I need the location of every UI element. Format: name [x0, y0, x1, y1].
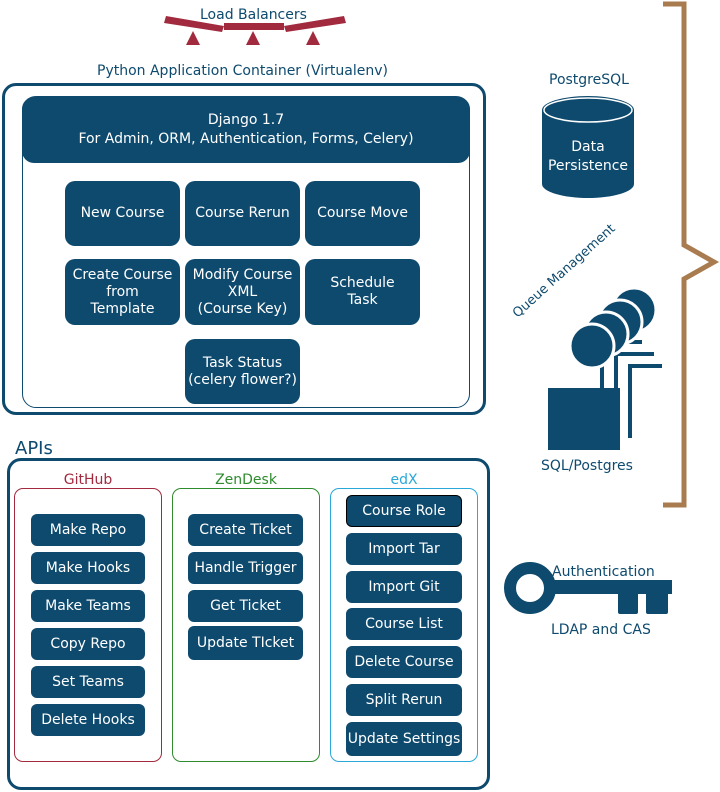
postgres-line2: Persistence	[547, 158, 629, 174]
load-balancers-label: Load Balancers	[200, 7, 307, 23]
edx-import-tar-button[interactable]: Import Tar	[346, 533, 462, 565]
zendesk-update-ticket-button[interactable]: Update TIcket	[188, 626, 303, 660]
task-new-course[interactable]: New Course	[65, 181, 180, 246]
github-set-teams-button[interactable]: Set Teams	[31, 666, 145, 698]
apis-container	[7, 458, 490, 790]
queue-caption: SQL/Postgres	[541, 458, 633, 474]
github-title: GitHub	[63, 472, 113, 488]
zendesk-group	[172, 488, 320, 762]
django-header: Django 1.7 For Admin, ORM, Authenticatio…	[22, 97, 470, 163]
task-course-move[interactable]: Course Move	[305, 181, 420, 246]
task-status[interactable]: Task Status (celery flower?)	[185, 339, 300, 404]
zendesk-create-ticket-button[interactable]: Create Ticket	[188, 514, 303, 546]
key-icon	[504, 562, 672, 614]
django-version: Django 1.7	[207, 112, 285, 128]
github-make-teams-button[interactable]: Make Teams	[31, 590, 145, 622]
edx-group	[330, 488, 478, 762]
edx-import-git-button[interactable]: Import Git	[346, 571, 462, 603]
github-make-hooks-button[interactable]: Make Hooks	[31, 552, 145, 584]
auth-caption: LDAP and CAS	[551, 622, 651, 638]
queue-stack-icon	[548, 286, 662, 450]
postgres-caption: Data Persistence	[540, 138, 636, 176]
apis-title: APIs	[15, 438, 53, 459]
auth-title: Authentication	[552, 564, 655, 580]
edx-course-role-button[interactable]: Course Role	[346, 495, 462, 527]
postgres-title: PostgreSQL	[549, 72, 629, 88]
task-modify-course-xml[interactable]: Modify Course XML (Course Key)	[185, 259, 300, 325]
edx-update-settings-button[interactable]: Update Settings	[346, 722, 462, 756]
edx-delete-course-button[interactable]: Delete Course	[346, 646, 462, 678]
django-inner-frame	[22, 96, 470, 408]
brace-icon	[663, 1, 720, 508]
edx-course-list-button[interactable]: Course List	[346, 608, 462, 640]
database-icon	[542, 96, 634, 198]
zendesk-get-ticket-button[interactable]: Get Ticket	[188, 590, 303, 622]
github-make-repo-button[interactable]: Make Repo	[31, 514, 145, 546]
edx-split-rerun-button[interactable]: Split Rerun	[346, 684, 462, 716]
task-create-course-from-template[interactable]: Create Course from Template	[65, 259, 180, 325]
zendesk-handle-trigger-button[interactable]: Handle Trigger	[188, 552, 303, 584]
load-balancer-icon	[164, 16, 346, 45]
github-copy-repo-button[interactable]: Copy Repo	[31, 628, 145, 660]
django-description: For Admin, ORM, Authentication, Forms, C…	[78, 131, 414, 147]
task-course-rerun[interactable]: Course Rerun	[185, 181, 300, 246]
postgres-line1: Data	[571, 139, 605, 155]
edx-title: edX	[390, 472, 418, 488]
container-title: Python Application Container (Virtualenv…	[97, 63, 388, 79]
zendesk-title: ZenDesk	[215, 472, 277, 488]
github-delete-hooks-button[interactable]: Delete Hooks	[31, 704, 145, 736]
github-group	[14, 488, 162, 762]
task-schedule-task[interactable]: Schedule Task	[305, 259, 420, 325]
python-container	[2, 83, 486, 415]
